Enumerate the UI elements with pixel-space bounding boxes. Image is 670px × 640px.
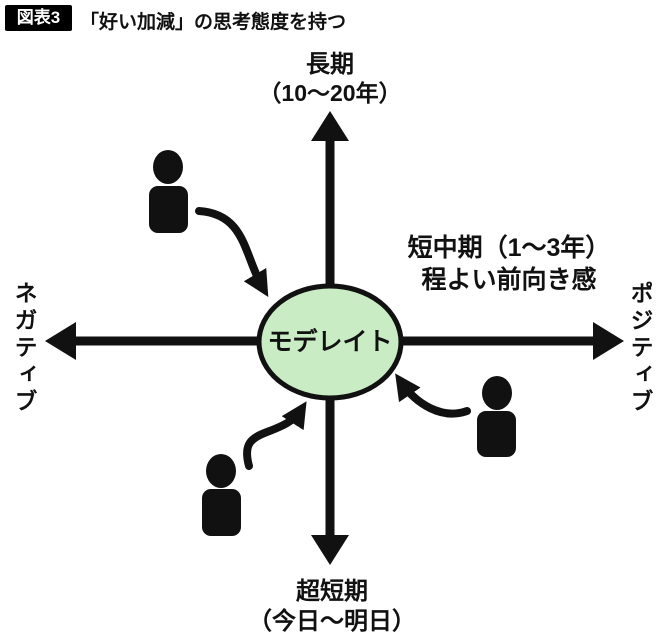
axis-label-positive: ポジティブ [627, 281, 653, 416]
axis-arrowhead-down-icon [311, 535, 349, 565]
figure-title: 「好い加減」の思考態度を持つ [80, 12, 347, 33]
axis-label-ultra-short-term: 超短期 [296, 578, 368, 605]
person-icon-bottom-right [477, 376, 516, 457]
person-icon-bottom-left [202, 454, 241, 536]
person-body [149, 186, 188, 233]
person-body [477, 411, 516, 457]
axis-label-long-term-range: （10〜20年） [258, 80, 402, 106]
person-head [153, 150, 183, 184]
person-body [202, 489, 241, 536]
annotation-positivity: 程よい前向き感 [421, 266, 597, 294]
moderate-ellipse [256, 283, 404, 401]
curved-arrow-bottom-right-icon [395, 373, 471, 418]
curved-arrow-top-left-icon [195, 207, 269, 297]
axis-arrowhead-left-icon [45, 322, 76, 360]
axis-arrowhead-up-icon [311, 111, 349, 141]
figure-badge: 図表3 [5, 5, 72, 31]
person-head [206, 454, 236, 488]
axis-arrowhead-right-icon [593, 322, 624, 360]
curved-arrow-bottom-left-icon [243, 401, 307, 470]
axis-label-long-term: 長期 [306, 51, 354, 78]
center-label-moderate: モデレイト [267, 328, 393, 356]
person-head [482, 376, 512, 410]
axis-label-ultra-short-term-range: （今日〜明日） [248, 608, 416, 635]
person-icon-top-left [149, 150, 188, 233]
annotation-mid-term: 短中期（1〜3年） [407, 234, 611, 262]
axis-label-negative: ネガティブ [11, 281, 37, 416]
